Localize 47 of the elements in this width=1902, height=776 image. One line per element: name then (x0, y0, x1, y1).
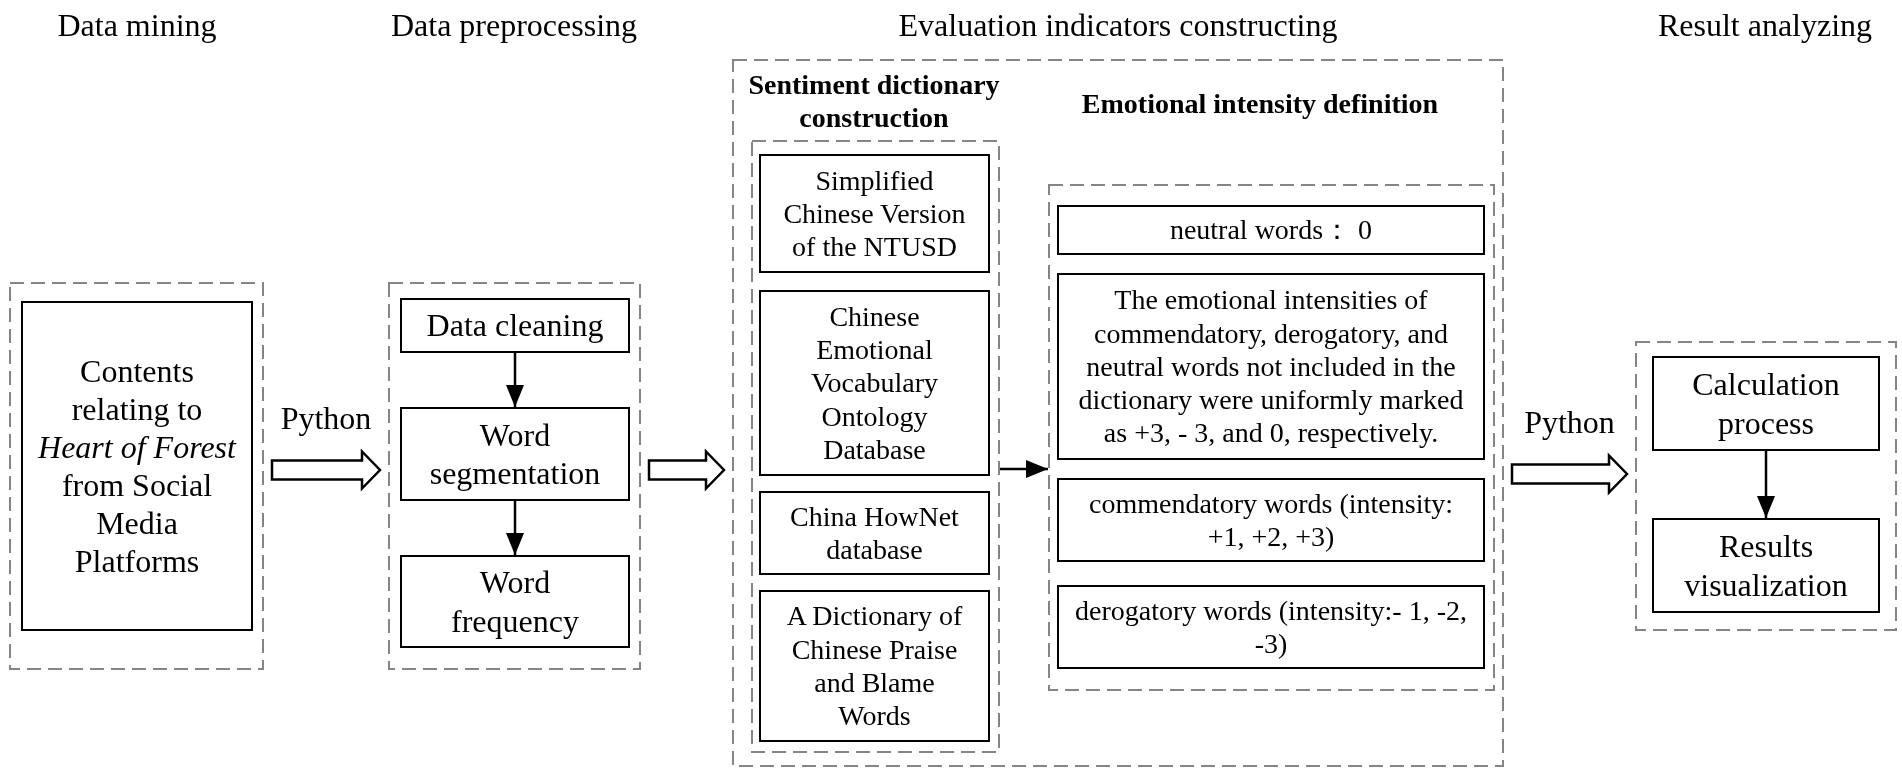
node-text: Chinese Emotional Vocabulary Ontology Database (810, 299, 939, 467)
process-box (1057, 273, 1485, 460)
group-heading: Emotional intensity definition (1081, 87, 1439, 121)
node-text: A Dictionary of Chinese Praise and Blame Words (785, 599, 964, 733)
process-box (1652, 356, 1880, 451)
node-text: Results visualization (1683, 527, 1849, 604)
block-arrow (270, 448, 382, 492)
process-box (1652, 518, 1880, 613)
node-text: Contents relating to Heart of Forest from Social Media Platforms (36, 351, 238, 581)
process-box (1057, 478, 1485, 562)
column-heading: Result analyzing (1657, 5, 1873, 45)
process-box (759, 154, 990, 273)
node-text: derogatory words (intensity:- 1, -2, -3) (1074, 593, 1468, 661)
column-heading: Data mining (57, 5, 217, 45)
dashed-group-frame (388, 282, 641, 670)
process-box (400, 407, 630, 501)
process-box (759, 491, 990, 575)
node-text: Calculation process (1691, 365, 1841, 442)
column-heading: Data preprocessing (390, 5, 638, 45)
process-box (759, 290, 990, 476)
node-text: The emotional intensities of commendatory, derogatory, and neutral words not included in the dictionary were uniformly marked as +3, - 3, and 0, respectively. (1077, 283, 1465, 450)
dashed-group-frame (732, 59, 1504, 767)
node-text: commendatory words (intensity: +1, +2, +3) (1088, 486, 1454, 554)
process-box (400, 298, 630, 353)
node-text: Simplified Chinese Version of the NTUSD (782, 163, 967, 264)
node-text: Data cleaning (426, 306, 604, 345)
node-text: Word frequency (450, 563, 580, 640)
node-text: neutral words： 0 (1169, 213, 1373, 247)
process-box (1057, 585, 1485, 669)
block-arrow (647, 448, 726, 492)
dashed-group-frame (1635, 341, 1897, 631)
process-box (759, 590, 990, 742)
process-box (400, 555, 630, 648)
block-arrow (1510, 452, 1629, 496)
dashed-group-frame (9, 282, 264, 670)
process-box (1057, 205, 1485, 255)
node-text: China HowNet database (789, 499, 960, 567)
arrow (1757, 451, 1775, 518)
process-box (21, 301, 253, 631)
node-text: Word segmentation (428, 415, 602, 493)
column-heading: Evaluation indicators constructing (898, 5, 1338, 45)
arrow (506, 353, 524, 407)
arrow (506, 501, 524, 555)
dashed-group-frame (1048, 184, 1495, 691)
dashed-group-frame (751, 140, 1000, 753)
arrow (1000, 460, 1048, 478)
group-heading: Sentiment dictionary construction (747, 67, 1001, 135)
